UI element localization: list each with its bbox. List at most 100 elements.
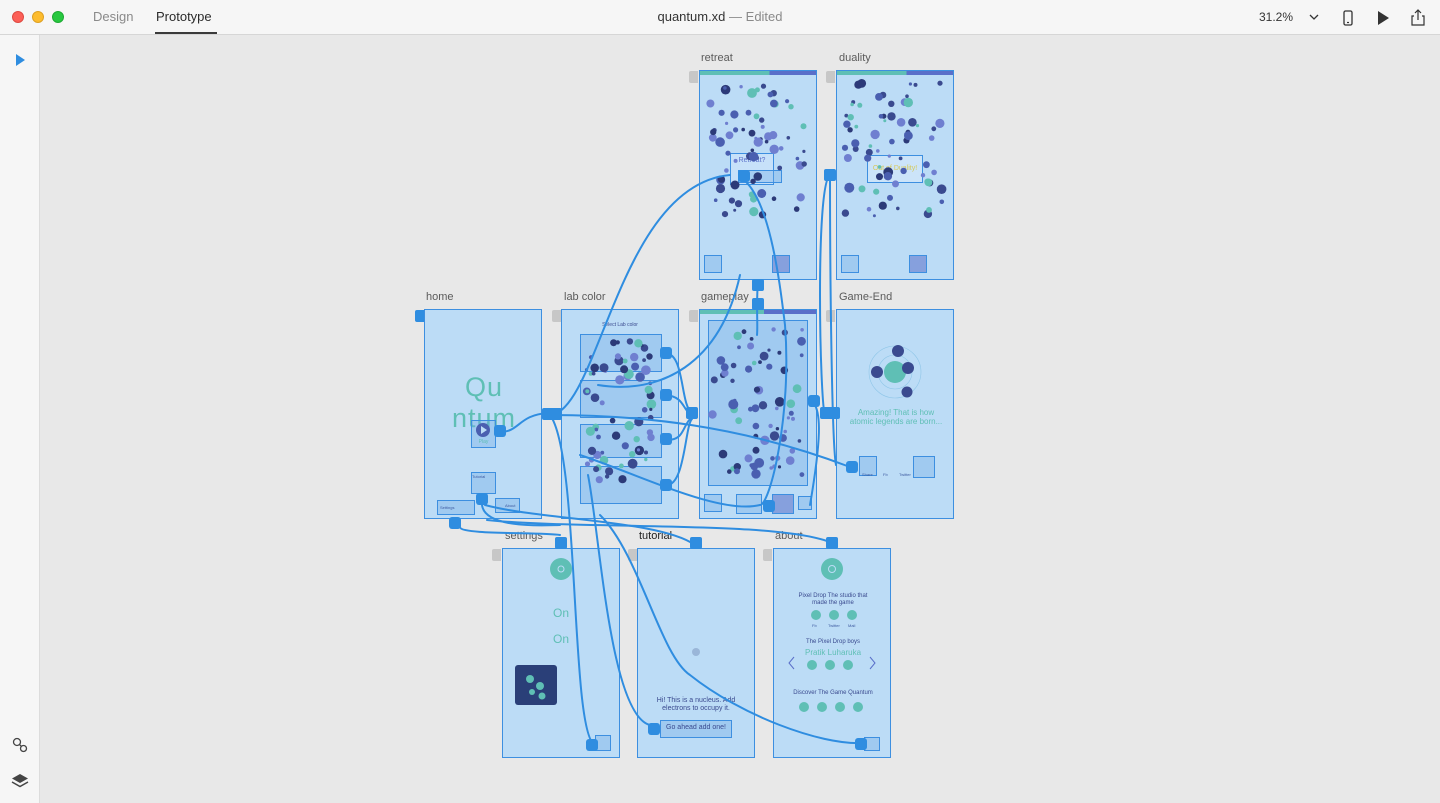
retreat-dialog-text: Retreat?: [738, 157, 766, 164]
artboard-duality[interactable]: Out of Duality!: [836, 70, 954, 280]
artboard-game-end[interactable]: Amazing! That is how atomic legends are …: [836, 309, 954, 519]
artboard-gameplay[interactable]: [699, 309, 817, 519]
theme-preview[interactable]: [515, 665, 557, 705]
artboard-tab: [826, 310, 835, 322]
zoom-value: 31.2%: [1259, 10, 1294, 24]
artboard-label-game-end[interactable]: Game-End: [839, 291, 893, 303]
artboard-label-gameplay[interactable]: gameplay: [701, 291, 749, 303]
atom-preview-icon: [526, 675, 546, 700]
tab-design[interactable]: Design: [93, 9, 134, 24]
artboard-lab-color[interactable]: Select Lab color: [561, 309, 679, 519]
tab-prototype[interactable]: Prototype: [156, 9, 212, 24]
duality-hotspot[interactable]: [772, 494, 794, 514]
bottom-icon: [704, 255, 722, 273]
select-arrow-icon: [16, 54, 25, 66]
artboard-home[interactable]: Qu ntum Play Tutorial Settings About: [424, 309, 542, 519]
settings-gear-icon: [550, 558, 572, 580]
about-discover-text: Discover The Game Quantum: [793, 690, 873, 696]
twitter-label: Twitter: [899, 472, 911, 477]
bottom-icon: [772, 255, 790, 273]
layers-icon: [11, 774, 29, 788]
artboard-settings[interactable]: On On: [502, 548, 620, 758]
prototype-canvas[interactable]: retreat duality home lab color gameplay …: [40, 35, 1440, 803]
link-icon: [12, 737, 28, 753]
artboard-tab: [492, 549, 501, 561]
replay-hotspot[interactable]: [913, 456, 935, 478]
settings-close-hotspot[interactable]: [595, 735, 611, 751]
device-preview-button[interactable]: [1338, 8, 1358, 28]
document-title: quantum.xd — Edited: [0, 9, 1440, 24]
lab-color-header: Select Lab color: [602, 322, 638, 328]
artboard-tutorial[interactable]: Hi! This is a nucleus. Add electrons to …: [637, 548, 755, 758]
artboard-label-lab-color[interactable]: lab color: [564, 291, 606, 303]
fb-label: Fb: [883, 472, 888, 477]
tutorial-hint: Hi! This is a nucleus. Add electrons to …: [656, 697, 736, 713]
artboard-label-duality[interactable]: duality: [839, 52, 871, 64]
about-twitter-label: Twitter: [828, 623, 840, 628]
about-close-hotspot[interactable]: [864, 737, 880, 751]
artboard-tab: [689, 71, 698, 83]
duality-dialog-text: Out of Duality!: [872, 165, 918, 172]
close-window-button[interactable]: [12, 11, 24, 23]
layers-button[interactable]: [10, 771, 30, 791]
chevron-down-icon: [1309, 14, 1319, 20]
lab-color-option-2[interactable]: [580, 380, 662, 418]
document-name: quantum.xd: [657, 9, 726, 24]
link-tool-button[interactable]: [10, 735, 30, 755]
artboard-label-home[interactable]: home: [426, 291, 454, 303]
bottom-icon: [841, 255, 859, 273]
active-tab-indicator: [155, 32, 217, 34]
select-tool-button[interactable]: [10, 50, 30, 70]
artboard-tab: [628, 549, 637, 561]
lab-color-option-3[interactable]: [580, 424, 662, 458]
artboard-label-settings[interactable]: settings: [505, 530, 543, 542]
artboard-tab: [689, 310, 698, 322]
duality-dialog: [867, 155, 923, 183]
about-label: About: [505, 503, 516, 508]
go-ahead-label: Go ahead add one!: [666, 724, 726, 731]
settings-label: Settings: [440, 505, 455, 510]
minimize-window-button[interactable]: [32, 11, 44, 23]
bottom-icon: [704, 494, 722, 512]
gameplay-board-hotspot[interactable]: [708, 320, 808, 486]
play-icon: [1378, 11, 1389, 25]
home-start-marker[interactable]: [415, 310, 424, 322]
artboard-label-tutorial[interactable]: tutorial: [639, 530, 673, 542]
lab-color-option-4[interactable]: [580, 466, 662, 504]
tutorial-label: Tutorial: [472, 474, 486, 479]
artboard-about[interactable]: Pixel Drop The studio that made the game…: [773, 548, 891, 758]
settings-hotspot[interactable]: [437, 500, 475, 515]
sound-toggle-value[interactable]: On: [552, 606, 569, 620]
gameplay-close-hotspot[interactable]: [798, 496, 812, 510]
progress-bar: [700, 71, 816, 75]
about-boys-text: The Pixel Drop boys: [805, 639, 861, 645]
artboard-tab: [826, 71, 835, 83]
device-preview-icon: [1343, 10, 1353, 26]
about-person-name[interactable]: Pratik Luharuka: [804, 648, 862, 657]
about-studio-text: Pixel Drop The studio that made the game: [798, 593, 868, 606]
progress-bar: [837, 71, 953, 75]
bottom-icon: [909, 255, 927, 273]
music-toggle-value[interactable]: On: [552, 632, 569, 646]
artboard-retreat[interactable]: Retreat?: [699, 70, 817, 280]
retreat-hotspot[interactable]: [736, 494, 762, 514]
artboard-tab: [552, 310, 561, 322]
zoom-dropdown[interactable]: 31.2%: [1253, 8, 1319, 28]
artboard-tab: [763, 549, 772, 561]
artboard-label-retreat[interactable]: retreat: [701, 52, 733, 64]
share-hotspot[interactable]: [859, 456, 877, 476]
document-status: — Edited: [725, 9, 783, 24]
share-icon: [1411, 9, 1425, 26]
progress-bar: [700, 310, 816, 314]
title-bar: Design Prototype quantum.xd — Edited 31.…: [0, 0, 1440, 35]
zoom-window-button[interactable]: [52, 11, 64, 23]
retreat-confirm-hotspot[interactable]: [738, 170, 782, 183]
artboard-label-about[interactable]: about: [775, 530, 803, 542]
play-label: Play: [478, 439, 489, 445]
tool-sidebar: [0, 35, 40, 803]
share-button[interactable]: [1408, 8, 1428, 28]
game-end-message: Amazing! That is how atomic legends are …: [849, 408, 943, 427]
play-button[interactable]: [1373, 8, 1393, 28]
share-label: Share: [862, 472, 873, 477]
lab-color-option-1[interactable]: [580, 334, 662, 372]
